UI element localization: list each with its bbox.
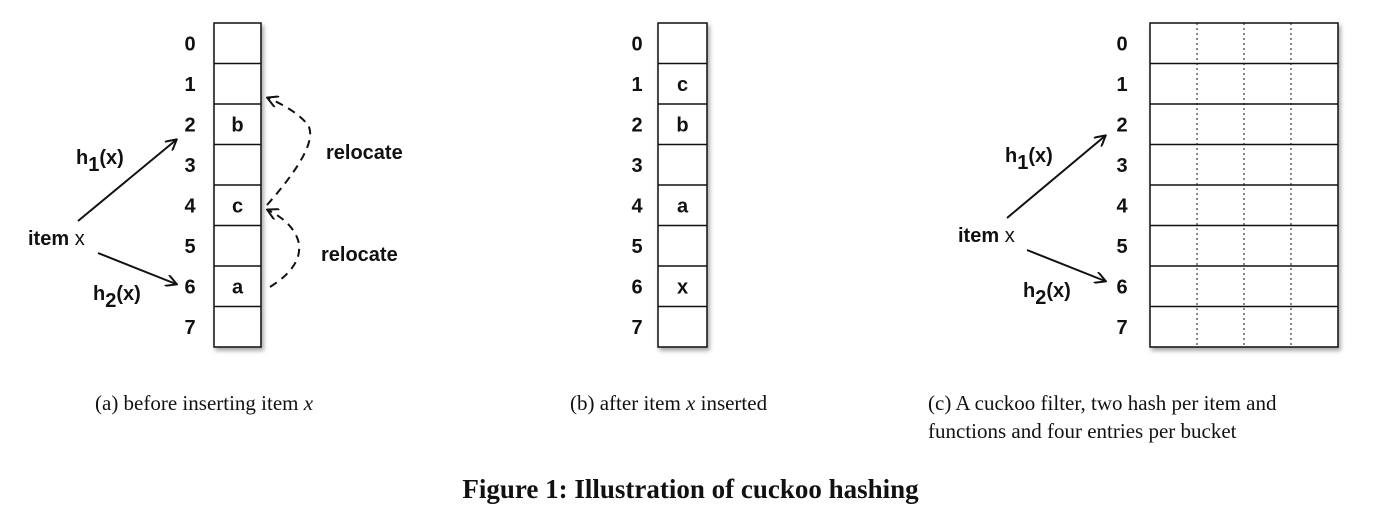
bucket-index: 0 xyxy=(1116,33,1127,55)
panel-b-after-insert: 0 1 c 2 b 3 4 a 5 6 x 7 xyxy=(631,22,708,348)
bucket-index: 7 xyxy=(1116,317,1127,339)
h1-arrow xyxy=(1006,136,1105,219)
h1-label: h1(x) xyxy=(76,147,124,176)
caption-c-line1: (c) A cuckoo filter, two hash per item a… xyxy=(928,391,1277,415)
bucket-index: 6 xyxy=(631,276,642,298)
bucket-index: 3 xyxy=(1116,155,1127,177)
bucket-entry: c xyxy=(232,195,243,217)
bucket-entry: c xyxy=(677,74,688,96)
panel-c-cuckoo-filter: 0 1 2 3 4 5 6 7 xyxy=(1116,22,1339,348)
relocate-arrow-c-to-1 xyxy=(267,98,312,206)
bucket-index: 0 xyxy=(631,33,642,55)
relocate-label-top: relocate xyxy=(326,142,403,164)
bucket-index: 4 xyxy=(631,195,643,217)
bucket-index: 1 xyxy=(1116,74,1127,96)
bucket-index: 6 xyxy=(1116,276,1127,298)
panel-a-arrows: item x h1(x) h2(x) relocate relocate xyxy=(28,98,403,312)
bucket-index: 0 xyxy=(184,33,195,55)
bucket-index: 3 xyxy=(184,155,195,177)
h2-label: h2(x) xyxy=(1023,280,1071,309)
bucket-entry: b xyxy=(676,114,688,136)
bucket-index: 1 xyxy=(184,74,195,96)
bucket-index: 5 xyxy=(631,236,642,258)
caption-b: (b) after item x inserted xyxy=(570,391,768,415)
bucket-entry: x xyxy=(677,276,688,298)
h1-arrow xyxy=(77,140,176,222)
bucket-entry: b xyxy=(231,114,243,136)
bucket-index: 7 xyxy=(631,317,642,339)
caption-a: (a) before inserting item x xyxy=(95,391,314,415)
bucket-entry: a xyxy=(232,276,244,298)
relocate-arrow-a-to-4 xyxy=(268,210,301,288)
panel-c-arrows: item x h1(x) h2(x) xyxy=(958,136,1105,309)
h1-label: h1(x) xyxy=(1005,145,1053,174)
bucket-index: 5 xyxy=(184,236,195,258)
bucket-index: 3 xyxy=(631,155,642,177)
figure-caption: Figure 1: Illustration of cuckoo hashing xyxy=(462,474,919,504)
bucket-entry: a xyxy=(677,195,689,217)
h2-arrow xyxy=(97,252,176,284)
relocate-label-bottom: relocate xyxy=(321,244,398,266)
bucket-index: 4 xyxy=(184,195,196,217)
item-x-label: item x xyxy=(28,228,85,250)
bucket-index: 7 xyxy=(184,317,195,339)
bucket-index: 6 xyxy=(184,276,195,298)
panel-a-before-insert: 0 1 2 b 3 4 c 5 6 a 7 xyxy=(184,22,262,348)
h2-arrow xyxy=(1026,249,1105,281)
caption-c: (c) A cuckoo filter, two hash per item a… xyxy=(928,389,1276,445)
h2-label: h2(x) xyxy=(93,283,141,312)
bucket-index: 1 xyxy=(631,74,642,96)
caption-c-line2: functions and four entries per bucket xyxy=(928,419,1237,443)
bucket-index: 2 xyxy=(1116,114,1127,136)
bucket-index: 2 xyxy=(184,114,195,136)
bucket-index: 5 xyxy=(1116,236,1127,258)
bucket-index: 4 xyxy=(1116,195,1128,217)
bucket-index: 2 xyxy=(631,114,642,136)
item-x-label: item x xyxy=(958,225,1015,247)
